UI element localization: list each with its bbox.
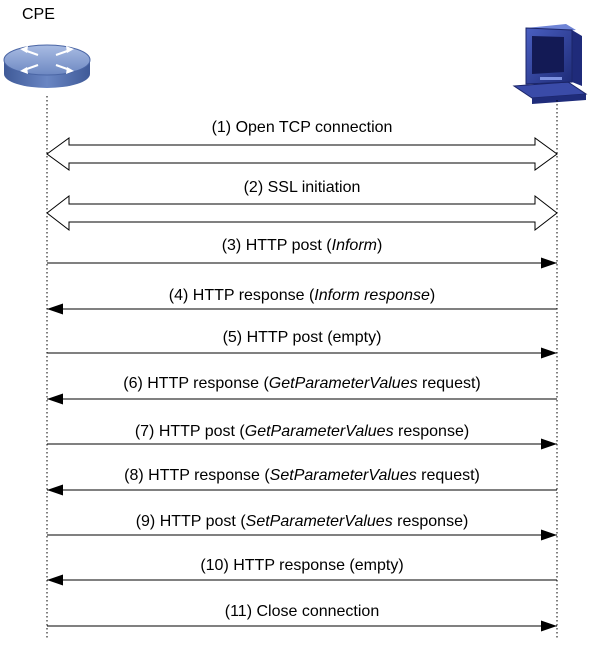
message-label: (6) HTTP response (GetParameterValues re… [123,375,480,392]
label-part: (11) Close connection [225,603,379,620]
message-label: (7) HTTP post (GetParameterValues respon… [135,423,469,440]
label-part: (5) HTTP post (empty) [223,329,382,346]
label-part: (8) HTTP response ( [124,467,270,484]
label-part: (4) HTTP response ( [169,287,315,304]
label-part: response) [393,513,469,530]
message-7: (7) HTTP post (GetParameterValues respon… [47,423,557,450]
message-label: (11) Close connection [225,603,379,620]
message-8: (8) HTTP response (SetParameterValues re… [47,467,557,496]
message-4: (4) HTTP response (Inform response) [47,287,557,315]
message-10: (10) HTTP response (empty) [47,557,557,586]
bidirectional-arrow [46,137,558,171]
italic-term: Inform [332,237,377,254]
router-icon [3,44,91,88]
arrowhead-left [47,303,63,315]
message-label: (5) HTTP post (empty) [223,329,382,346]
message-2: (2) SSL initiation [46,179,558,232]
label-part: response) [394,423,470,440]
arrowhead-right [541,529,557,541]
message-9: (9) HTTP post (SetParameterValues respon… [47,513,557,541]
label-part: ) [377,237,382,254]
bidirectional-arrow [46,194,558,232]
message-label: (3) HTTP post (Inform) [222,237,383,254]
arrowhead-right [541,620,557,632]
arrowhead-left [47,393,63,405]
label-part: (6) HTTP response ( [123,375,269,392]
message-label: (8) HTTP response (SetParameterValues re… [124,467,480,484]
italic-term: GetParameterValues [245,423,394,440]
label-part: request) [417,467,480,484]
arrowhead-right [541,438,557,450]
message-11: (11) Close connection [47,603,557,632]
label-part: (9) HTTP post ( [136,513,247,530]
message-list: (1) Open TCP connection (2) SSL initiatio… [46,119,558,632]
arrowhead-left [47,484,63,496]
computer-icon [512,24,588,104]
message-label: (2) SSL initiation [244,179,361,196]
arrowhead-right [541,347,557,359]
label-part: (1) Open TCP connection [212,119,393,136]
message-6: (6) HTTP response (GetParameterValues re… [47,375,557,405]
cpe-label: CPE [22,6,55,23]
message-3: (3) HTTP post (Inform) [47,237,557,269]
italic-term: GetParameterValues [269,375,418,392]
label-part: (3) HTTP post ( [222,237,333,254]
message-1: (1) Open TCP connection [46,119,558,171]
message-5: (5) HTTP post (empty) [47,329,557,359]
arrowhead-left [47,574,63,586]
message-label: (4) HTTP response (Inform response) [169,287,435,304]
message-label: (10) HTTP response (empty) [200,557,403,574]
message-label: (1) Open TCP connection [212,119,393,136]
label-part: (2) SSL initiation [244,179,361,196]
italic-term: SetParameterValues [246,513,393,530]
label-part: (10) HTTP response (empty) [200,557,403,574]
arrowhead-right [541,257,557,269]
italic-term: SetParameterValues [270,467,417,484]
italic-term: Inform response [314,287,430,304]
label-part: ) [430,287,435,304]
label-part: request) [418,375,481,392]
label-part: (7) HTTP post ( [135,423,246,440]
message-label: (9) HTTP post (SetParameterValues respon… [136,513,469,530]
